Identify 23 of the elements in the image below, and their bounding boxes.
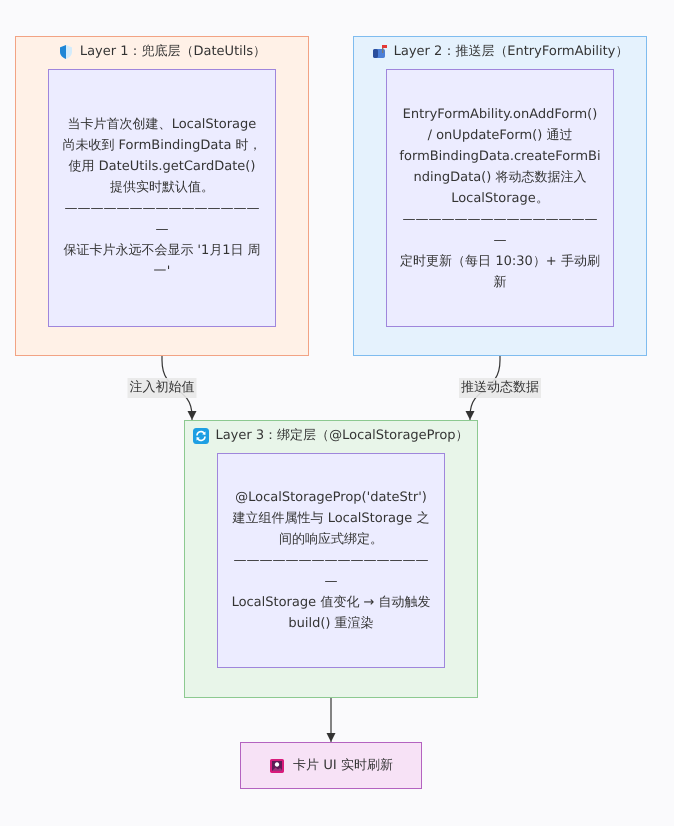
process-box xyxy=(386,69,614,327)
process-box xyxy=(217,453,445,668)
node-text: 保证卡片永远不会显示 '1月1日 周一' xyxy=(62,242,262,281)
process-box xyxy=(48,69,276,327)
edge-label: 推送动态数据 xyxy=(459,378,541,398)
node-label: 卡片 UI 实时刷新 xyxy=(293,757,393,775)
arrow xyxy=(326,698,336,742)
result-box xyxy=(240,742,422,789)
layer-panel xyxy=(15,36,309,356)
layer-panel xyxy=(184,420,478,698)
node-text: 当卡片首次创建、LocalStorage 尚未收到 FormBindingData 时，使用 DateUtils.getCardDate() 提供实时默认值。 xyxy=(61,116,263,197)
divider-text: ———————————————— xyxy=(232,552,430,591)
node-text: @LocalStorageProp('dateStr') 建立组件属性与 LocalStorage 之间的响应式绑定。 xyxy=(232,489,430,549)
layer-title: Layer 3：绑定层（@LocalStorageProp） xyxy=(215,427,469,445)
edge-label: 注入初始值 xyxy=(128,378,196,398)
layer-title: Layer 1：兜底层（DateUtils） xyxy=(80,43,266,61)
divider-text: ———————————————— xyxy=(402,210,598,250)
divider-text: ———————————————— xyxy=(64,200,260,239)
node-text: EntryFormAbility.onAddForm() / onUpdateForm() 通过 formBindingData.createFormBindingData() 将动态数据注入 LocalStorage。 xyxy=(399,106,601,208)
node-text: LocalStorage 值变化 → 自动触发 build() 重渲染 xyxy=(230,594,432,633)
layer-panel xyxy=(353,36,647,356)
node-text: 定时更新（每日 10:30）+ 手动刷新 xyxy=(399,252,601,292)
layer-title: Layer 2：推送层（EntryFormAbility） xyxy=(394,43,628,61)
